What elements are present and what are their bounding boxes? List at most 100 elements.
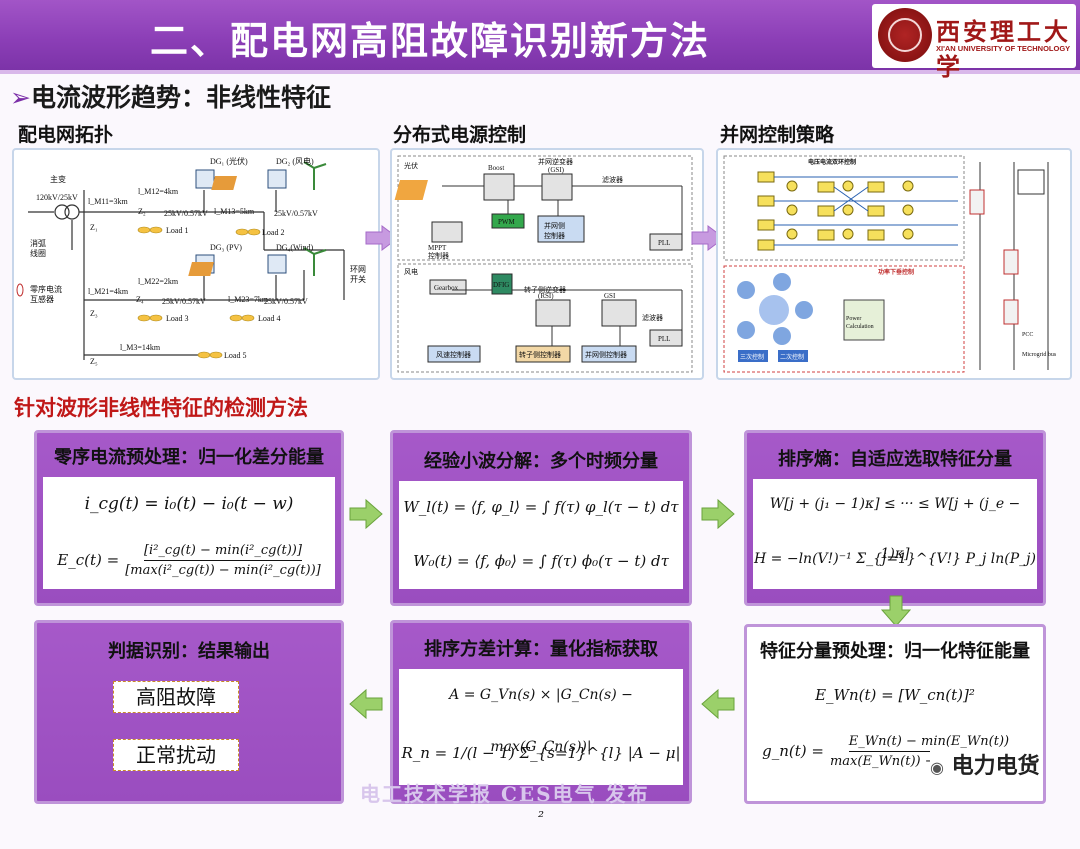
svg-text:控制器: 控制器 <box>544 231 565 240</box>
svg-text:l_M23=7km: l_M23=7km <box>228 295 269 304</box>
svg-text:Load 4: Load 4 <box>258 314 280 323</box>
step1-f2-den: [max(i²_cg(t)) − min(i²_cg(t))] <box>125 562 321 578</box>
step2-title: 经验小波分解：多个时频分量 <box>424 451 658 472</box>
svg-text:风电: 风电 <box>404 267 418 276</box>
svg-text:l_M3=14km: l_M3=14km <box>120 343 161 352</box>
svg-text:PLL: PLL <box>658 335 670 343</box>
logo-cn-text: 西安理工大学 <box>936 17 1071 81</box>
svg-text:l_M21=4km: l_M21=4km <box>88 287 129 296</box>
svg-text:互感器: 互感器 <box>30 294 54 304</box>
svg-text:转子侧控制器: 转子侧控制器 <box>519 350 561 359</box>
svg-text:DG₄(Wind): DG₄(Wind) <box>276 243 313 252</box>
svg-text:l_M11=3km: l_M11=3km <box>88 197 129 206</box>
svg-text:Microgrid bus: Microgrid bus <box>1022 352 1057 358</box>
page-title: 二、配电网高阻故障识别新方法 <box>149 19 710 63</box>
svg-text:风速控制器: 风速控制器 <box>436 350 471 359</box>
step-box-6: 判据识别：结果输出 高阻故障 正常扰动 <box>34 620 344 804</box>
result-high-impedance-fault: 高阻故障 <box>113 681 239 713</box>
svg-text:(GSI): (GSI) <box>548 166 565 174</box>
svg-text:25kV/0.57kV: 25kV/0.57kV <box>264 297 308 306</box>
svg-text:(RSI): (RSI) <box>538 292 554 300</box>
svg-text:并网侧: 并网侧 <box>544 221 565 230</box>
svg-text:光伏: 光伏 <box>404 161 418 170</box>
svg-text:GSI: GSI <box>604 292 616 300</box>
svg-text:电压电流双环控制: 电压电流双环控制 <box>808 158 856 166</box>
flow-arrow-down-icon <box>880 595 912 627</box>
step-box-1: 零序电流预处理：归一化差分能量 i_cg(t) = i₀(t) − i₀(t −… <box>34 430 344 606</box>
step5-title: 排序方差计算：量化指标获取 <box>424 639 658 660</box>
step1-f2-num: [i²_cg(t) − min(i²_cg(t))] <box>143 543 302 561</box>
svg-text:消弧: 消弧 <box>30 238 46 248</box>
svg-text:PCC: PCC <box>1022 332 1033 338</box>
subtitle-detection-method: 针对波形非线性特征的检测方法 <box>14 396 308 420</box>
step2-formula-2: W₀(t) = ⟨f, ϕ₀⟩ = ∫ f(τ) ϕ₀(τ − t) dτ <box>399 533 683 589</box>
svg-text:l_M13=5km: l_M13=5km <box>214 207 255 216</box>
svg-text:DG₁ (光伏): DG₁ (光伏) <box>210 156 248 166</box>
step1-f2-lhs: E_c(t) = <box>57 551 120 569</box>
svg-text:Load 2: Load 2 <box>262 228 284 237</box>
step4-formula-1: E_Wn(t) = [W_cn(t)]² <box>753 671 1037 719</box>
step-box-4: 特征分量预处理：归一化特征能量 E_Wn(t) = [W_cn(t)]² g_n… <box>744 624 1046 804</box>
step-box-3: 排序熵：自适应选取特征分量 W[j + (j₁ − 1)κ] ≤ ··· ≤ W… <box>744 430 1046 606</box>
svg-text:25kV/0.57kV: 25kV/0.57kV <box>164 209 208 218</box>
svg-text:并网逆变器: 并网逆变器 <box>538 157 573 166</box>
svg-text:转子侧逆变器: 转子侧逆变器 <box>524 285 566 294</box>
svg-text:25kV/0.57kV: 25kV/0.57kV <box>162 297 206 306</box>
svg-text:l_M12=4km: l_M12=4km <box>138 187 179 196</box>
step6-title: 判据识别：结果输出 <box>108 641 270 662</box>
step4-f2-lhs: g_n(t) = <box>762 742 824 760</box>
svg-text:25kV/0.57kV: 25kV/0.57kV <box>274 209 318 218</box>
svg-text:Gearbox: Gearbox <box>434 284 459 292</box>
step-box-5: 排序方差计算：量化指标获取 A = G_Vn(s) × |G_Cn(s) − m… <box>390 620 692 826</box>
arrow-bullet-icon: ➢ <box>10 83 31 112</box>
svg-text:环网: 环网 <box>350 265 366 274</box>
topo-label: 主变 <box>50 174 66 184</box>
label-der-control: 分布式电源控制 <box>393 124 527 146</box>
step2-formula-1: W_l(t) = ⟨f, φ_l⟩ = ∫ f(τ) φ_l(τ − t) dτ <box>399 481 683 533</box>
step4-f2-num: E_Wn(t) − min(E_Wn(t)) <box>848 734 1010 752</box>
svg-text:Power: Power <box>846 316 861 322</box>
svg-text:PLL: PLL <box>658 239 670 247</box>
svg-text:Boost: Boost <box>488 164 504 172</box>
svg-text:零序电流: 零序电流 <box>30 284 62 294</box>
step5-formula-1: A = G_Vn(s) × |G_Cn(s) − max(G_Cn(s))| <box>399 669 683 755</box>
step-box-2: 经验小波分解：多个时频分量 W_l(t) = ⟨f, φ_l⟩ = ∫ f(τ)… <box>390 430 692 606</box>
logo-en-text: XI'AN UNIVERSITY OF TECHNOLOGY <box>936 44 1071 53</box>
step5-formula-2: R_n = 1/(l − 1) Σ_{s=1}^{l} |A − μ|² <box>399 721 683 826</box>
header-stripe <box>0 70 1080 74</box>
flow-arrow-right-1-icon <box>349 498 383 530</box>
svg-text:120kV/25kV: 120kV/25kV <box>36 193 78 202</box>
svg-text:Z₅: Z₅ <box>90 357 98 366</box>
flow-arrow-left-2-icon <box>349 688 383 720</box>
svg-text:并网侧控制器: 并网侧控制器 <box>585 350 627 359</box>
svg-text:DFIG: DFIG <box>493 281 509 289</box>
svg-text:滤波器: 滤波器 <box>602 175 623 184</box>
svg-text:滤波器: 滤波器 <box>642 313 663 322</box>
step1-title: 零序电流预处理：归一化差分能量 <box>54 447 324 468</box>
label-grid-control: 并网控制策略 <box>720 124 835 146</box>
svg-text:Load 1: Load 1 <box>166 226 188 235</box>
flow-arrow-left-1-icon <box>701 688 735 720</box>
subtitle-current-waveform: ➢电流波形趋势：非线性特征 <box>10 78 331 114</box>
label-topology: 配电网拓扑 <box>18 124 114 146</box>
step4-title: 特征分量预处理：归一化特征能量 <box>760 641 1030 662</box>
svg-text:Load 3: Load 3 <box>166 314 188 323</box>
svg-text:线圈: 线圈 <box>30 248 46 258</box>
svg-text:DG₃ (PV): DG₃ (PV) <box>210 243 242 252</box>
svg-text:Z₂: Z₂ <box>138 207 146 216</box>
svg-text:Load 5: Load 5 <box>224 351 246 360</box>
step3-title: 排序熵：自适应选取特征分量 <box>778 449 1012 470</box>
flow-arrow-right-2-icon <box>701 498 735 530</box>
svg-text:三次控制: 三次控制 <box>740 353 764 361</box>
publisher-watermark: 电工技术学报 CES电气 发布 <box>360 782 650 806</box>
svg-text:二次控制: 二次控制 <box>780 353 804 361</box>
step3-formula-1: W[j + (j₁ − 1)κ] ≤ ··· ≤ W[j + (j_e − 1)… <box>753 479 1037 562</box>
svg-text:Z₄: Z₄ <box>136 295 144 304</box>
step3-formula-2: H = −ln(V!)⁻¹ Σ_{j=1}^{V!} P_j ln(P_j) <box>753 529 1037 589</box>
wechat-icon: ◉ <box>930 758 944 777</box>
